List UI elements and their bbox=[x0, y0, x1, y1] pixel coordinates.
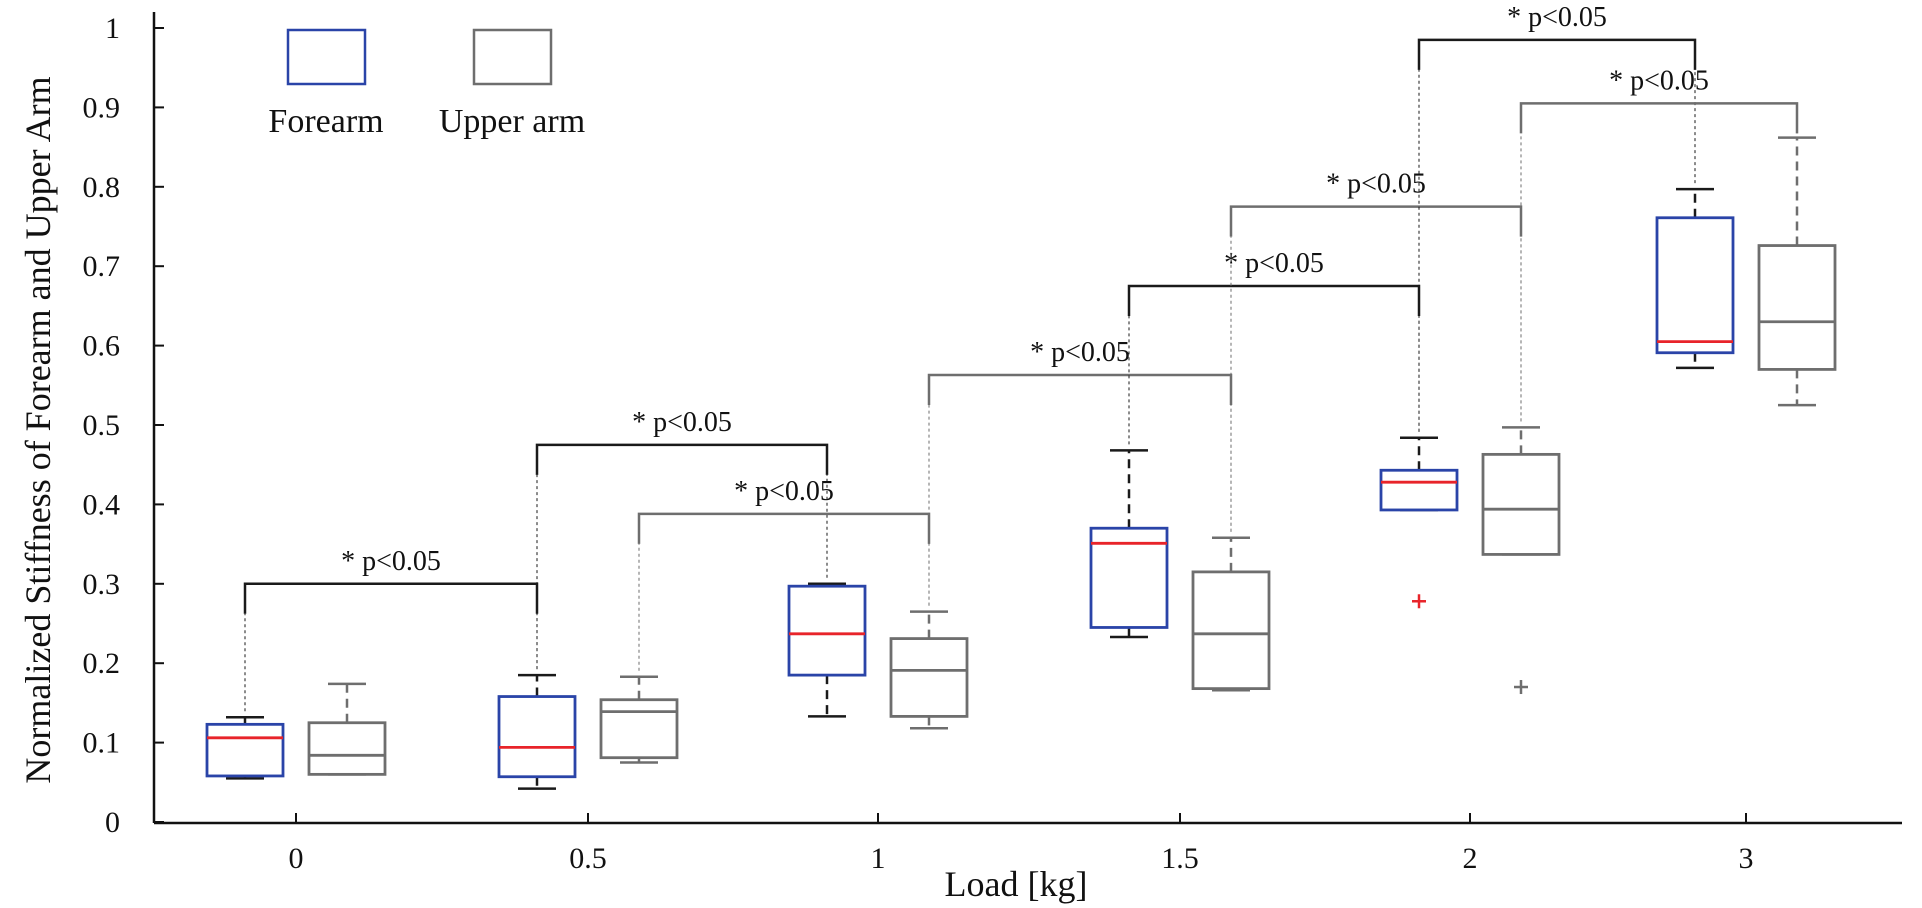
legend-upper-arm-label: Upper arm bbox=[439, 103, 585, 140]
iqr-box bbox=[1655, 216, 1735, 355]
y-tick-label: 0.3 bbox=[83, 568, 121, 601]
iqr-box bbox=[1089, 526, 1169, 629]
y-tick-label: 0 bbox=[105, 806, 120, 839]
bracket-line bbox=[1229, 205, 1523, 237]
significance-label: * p<0.05 bbox=[1326, 169, 1426, 200]
y-tick-label: 0.1 bbox=[83, 727, 121, 760]
legend-forearm-swatch bbox=[286, 28, 367, 86]
legend: Forearm Upper arm bbox=[268, 28, 585, 140]
iqr-box bbox=[787, 584, 867, 677]
iqr-box bbox=[599, 698, 679, 760]
iqr-box bbox=[1481, 452, 1561, 556]
significance-bracket-4: * p<0.05 bbox=[1127, 248, 1421, 445]
legend-upper-arm-swatch bbox=[472, 28, 553, 86]
box-forearm-2 bbox=[787, 582, 867, 718]
significance-bracket-6: * p<0.05 bbox=[1417, 2, 1697, 432]
bracket-line bbox=[637, 512, 931, 544]
box-upper-arm-4 bbox=[1481, 426, 1561, 695]
significance-label: * p<0.05 bbox=[1507, 2, 1607, 33]
bracket-line bbox=[927, 373, 1233, 405]
box-upper-arm-3 bbox=[1191, 536, 1271, 692]
box-forearm-4 bbox=[1379, 436, 1459, 609]
significance-bracket-1: * p<0.05 bbox=[535, 407, 829, 670]
significance-bracket-0: * p<0.05 bbox=[243, 546, 539, 712]
iqr-box bbox=[307, 721, 387, 776]
iqr-box bbox=[1757, 244, 1837, 371]
bracket-line bbox=[1127, 284, 1421, 317]
y-tick-label: 0.4 bbox=[83, 488, 121, 521]
box-series bbox=[205, 136, 1837, 790]
bracket-line bbox=[1417, 38, 1697, 70]
x-tick-label: 2 bbox=[1463, 842, 1478, 875]
x-tick-label: 1 bbox=[871, 842, 886, 875]
significance-label: * p<0.05 bbox=[1609, 65, 1709, 96]
iqr-box bbox=[1191, 570, 1271, 691]
y-axis-ticks: 0 0.1 0.2 0.3 0.4 0.5 0.6 0.7 0.8 0.9 1 bbox=[83, 12, 164, 839]
y-tick-label: 0.9 bbox=[83, 91, 121, 124]
box-forearm-3 bbox=[1089, 449, 1169, 639]
legend-forearm-label: Forearm bbox=[268, 103, 383, 140]
significance-label: * p<0.05 bbox=[734, 476, 834, 507]
bracket-line bbox=[535, 443, 829, 475]
significance-brackets: * p<0.05 * p<0.05 * p<0.05 * p<0.05 * p<0.05… bbox=[243, 2, 1799, 712]
x-axis-title: Load [kg] bbox=[945, 864, 1088, 904]
plot-area bbox=[152, 12, 1902, 825]
significance-label: * p<0.05 bbox=[341, 546, 441, 577]
y-tick-label: 0.8 bbox=[83, 171, 121, 204]
significance-label: * p<0.05 bbox=[1224, 248, 1324, 279]
significance-label: * p<0.05 bbox=[1030, 337, 1130, 368]
y-axis-title: Normalized Stiffness of Forearm and Uppe… bbox=[18, 76, 58, 783]
x-tick-label: 0.5 bbox=[569, 842, 607, 875]
iqr-box bbox=[205, 722, 285, 778]
bracket-line bbox=[243, 582, 539, 614]
x-axis-ticks: 0 0.5 1 1.5 2 3 bbox=[289, 813, 1754, 875]
box-forearm-5 bbox=[1655, 187, 1735, 370]
box-upper-arm-1 bbox=[599, 675, 679, 764]
iqr-box bbox=[889, 637, 969, 718]
x-tick-label: 1.5 bbox=[1161, 842, 1199, 875]
bracket-line bbox=[1519, 102, 1799, 134]
box-upper-arm-5 bbox=[1757, 136, 1837, 407]
y-tick-label: 0.7 bbox=[83, 250, 121, 283]
y-tick-label: 0.5 bbox=[83, 409, 121, 442]
y-tick-label: 0.2 bbox=[83, 647, 121, 680]
iqr-box bbox=[1379, 468, 1459, 512]
box-forearm-0 bbox=[205, 715, 285, 780]
significance-bracket-2: * p<0.05 bbox=[637, 476, 931, 671]
box-upper-arm-2 bbox=[889, 610, 969, 730]
significance-bracket-5: * p<0.05 bbox=[1229, 169, 1523, 532]
significance-bracket-3: * p<0.05 bbox=[927, 337, 1233, 606]
iqr-box bbox=[497, 695, 577, 779]
box-upper-arm-0 bbox=[307, 682, 387, 776]
box-forearm-1 bbox=[497, 673, 577, 790]
significance-bracket-7: * p<0.05 bbox=[1519, 65, 1799, 422]
y-tick-label: 1 bbox=[105, 12, 120, 45]
y-tick-label: 0.6 bbox=[83, 330, 121, 363]
x-tick-label: 3 bbox=[1739, 842, 1754, 875]
significance-label: * p<0.05 bbox=[632, 407, 732, 438]
x-tick-label: 0 bbox=[289, 842, 304, 875]
